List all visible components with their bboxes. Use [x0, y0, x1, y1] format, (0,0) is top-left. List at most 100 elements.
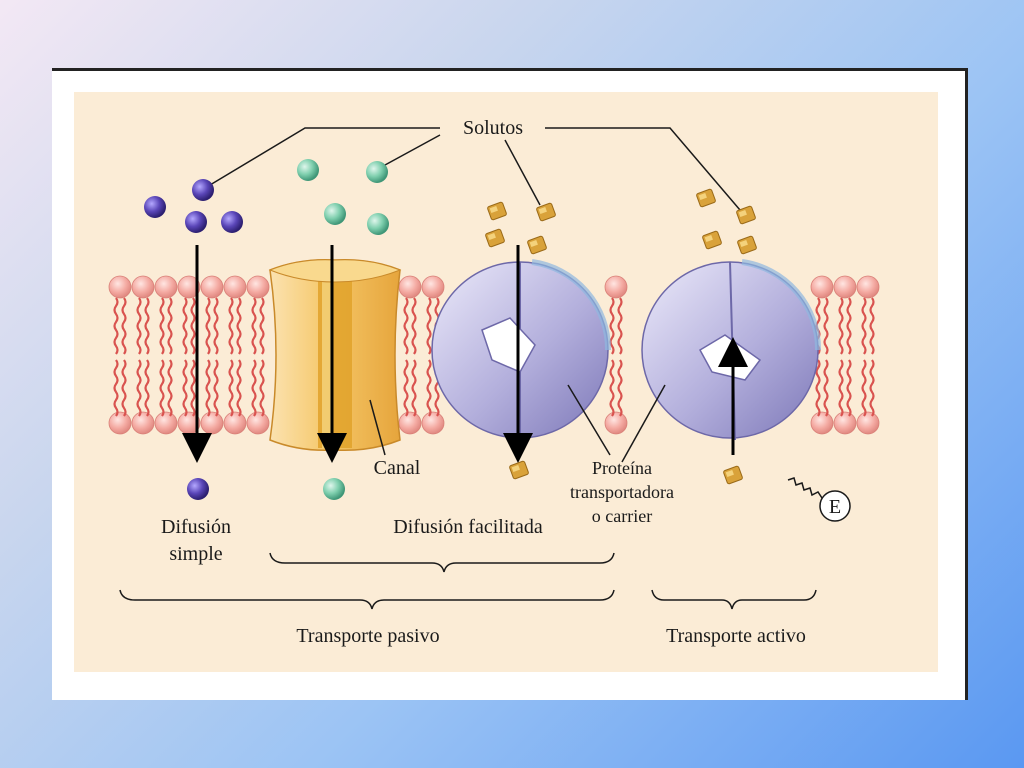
- lipid-tail: [228, 359, 234, 417]
- lipid-head: [154, 275, 178, 299]
- gold-solute: [696, 188, 716, 208]
- lipid-head: [131, 411, 155, 435]
- lipid-tail: [121, 359, 127, 417]
- lipid-tail: [182, 359, 188, 417]
- solutes-purple: [144, 179, 243, 500]
- lipid-tail: [205, 359, 211, 417]
- lipid-head: [604, 411, 628, 435]
- leader-lines: [209, 127, 741, 463]
- teal-solute: [366, 161, 388, 183]
- gold-solute: [736, 205, 756, 225]
- gold-solute: [723, 465, 743, 485]
- lipid-tail: [411, 297, 417, 355]
- lipid-tail: [251, 359, 257, 417]
- purple-solute: [192, 179, 214, 201]
- label-solutos: Solutos: [463, 117, 523, 139]
- lipid-tail: [838, 359, 844, 417]
- lipid-tail: [411, 359, 417, 417]
- lipid-head: [856, 411, 880, 435]
- gold-solute: [702, 230, 722, 250]
- teal-solute: [297, 159, 319, 181]
- lipid-head: [223, 411, 247, 435]
- lipid-tail: [259, 359, 265, 417]
- lipid-head: [810, 411, 834, 435]
- lipid-tail: [403, 297, 409, 355]
- lipid-head: [131, 275, 155, 299]
- lipid-head: [810, 275, 834, 299]
- lipid-head: [177, 275, 201, 299]
- lipid-tail: [846, 297, 852, 355]
- lipid-head: [108, 411, 132, 435]
- lipid-head: [421, 411, 445, 435]
- label-proteina-3: o carrier: [592, 506, 652, 526]
- lipid-head: [246, 411, 270, 435]
- lipid-tail: [113, 297, 119, 355]
- gold-solute: [509, 460, 529, 480]
- lipid-head: [833, 411, 857, 435]
- lipid-tail: [190, 359, 196, 417]
- teal-solute: [323, 478, 345, 500]
- energy-circle: [819, 490, 851, 522]
- lipid-tail: [190, 297, 196, 355]
- braces: [119, 552, 817, 610]
- carrier-protein-active: [641, 259, 822, 441]
- lipid-tail: [236, 297, 242, 355]
- lipid-tail: [869, 297, 875, 355]
- lipid-tail: [136, 359, 142, 417]
- solutes-teal: [297, 159, 389, 500]
- lipid-tail: [861, 297, 867, 355]
- lipid-tail: [167, 297, 173, 355]
- label-difusion-simple-2: simple: [169, 543, 222, 565]
- lipid-tail: [213, 297, 219, 355]
- lipid-tail: [869, 359, 875, 417]
- label-proteina-2: transportadora: [570, 482, 674, 502]
- lipid-tail: [251, 297, 257, 355]
- lipid-tail: [167, 359, 173, 417]
- purple-solute: [185, 211, 207, 233]
- lipid-tail: [823, 359, 829, 417]
- lipid-head: [200, 411, 224, 435]
- lipid-tail: [617, 359, 623, 417]
- purple-solute: [144, 196, 166, 218]
- lipid-tail: [113, 359, 119, 417]
- teal-solute: [367, 213, 389, 235]
- lipid-head: [421, 275, 445, 299]
- gold-solute: [527, 235, 547, 255]
- label-difusion-facilitada: Difusión facilitada: [393, 516, 543, 538]
- purple-solute: [187, 478, 209, 500]
- lipid-tail: [838, 297, 844, 355]
- lipid-tail: [144, 297, 150, 355]
- lipid-tail: [144, 359, 150, 417]
- lipid-head: [246, 275, 270, 299]
- lipid-tail: [159, 359, 165, 417]
- label-transporte-activo: Transporte activo: [666, 625, 806, 647]
- label-transporte-pasivo: Transporte pasivo: [296, 625, 439, 647]
- lipid-tail: [121, 297, 127, 355]
- lipid-head: [604, 275, 628, 299]
- lipid-head: [856, 275, 880, 299]
- gold-solute: [485, 228, 505, 248]
- lipid-tail: [861, 359, 867, 417]
- gold-solute: [536, 202, 556, 222]
- label-proteina-1: Proteína: [592, 458, 652, 478]
- lipid-tail: [205, 297, 211, 355]
- lipid-head: [200, 275, 224, 299]
- lipid-tail: [236, 359, 242, 417]
- lipid-head: [108, 275, 132, 299]
- lipid-tail: [259, 297, 265, 355]
- lipid-head: [833, 275, 857, 299]
- channel-protein: [268, 258, 402, 452]
- lipid-tail: [815, 359, 821, 417]
- lipid-tail: [182, 297, 188, 355]
- label-canal: Canal: [374, 457, 421, 479]
- lipid-tail: [617, 297, 623, 355]
- purple-solute: [221, 211, 243, 233]
- lipid-tail: [228, 297, 234, 355]
- lipid-tail: [213, 359, 219, 417]
- lipid-head: [223, 275, 247, 299]
- lipid-tail: [403, 359, 409, 417]
- lipid-bilayer: [108, 275, 880, 435]
- label-energia: E: [829, 496, 841, 518]
- lipid-tail: [846, 359, 852, 417]
